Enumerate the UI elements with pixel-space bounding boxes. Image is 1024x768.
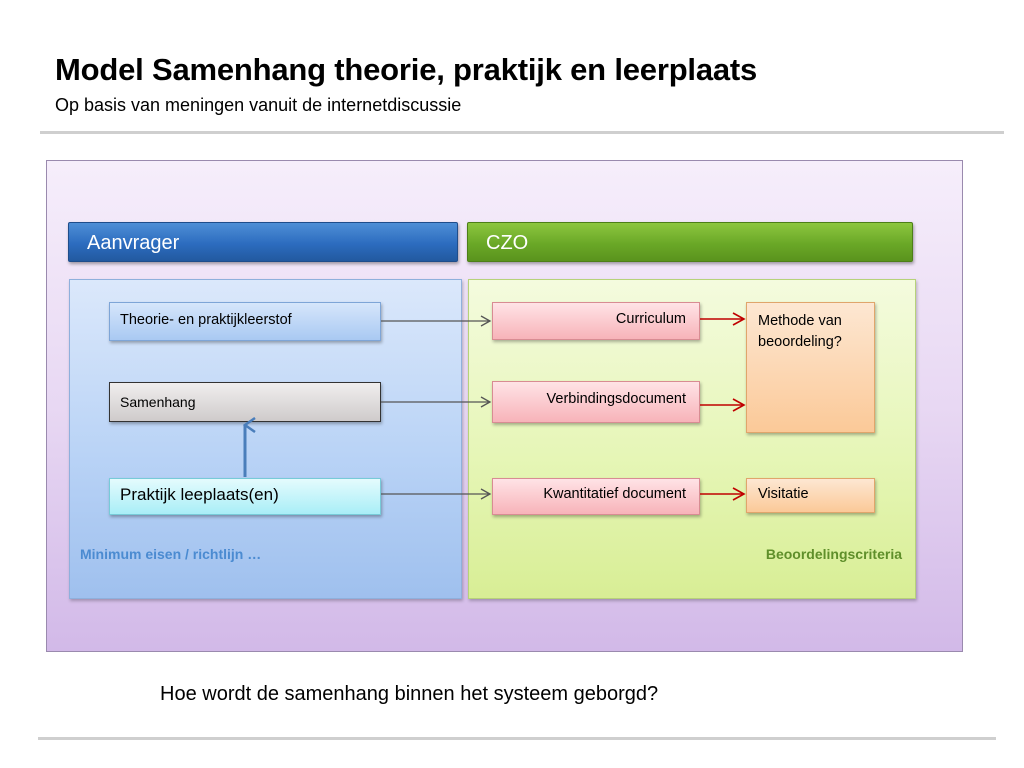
samenhang-box: Samenhang xyxy=(109,382,381,422)
top-divider xyxy=(40,131,1004,134)
czo-panel-caption: Beoordelingscriteria xyxy=(765,546,902,562)
bottom-divider xyxy=(38,737,996,740)
slide-title: Model Samenhang theorie, praktijk en lee… xyxy=(55,52,758,87)
verbindingsdocument-box: Verbindingsdocument xyxy=(492,381,700,423)
curriculum-box: Curriculum xyxy=(492,302,700,340)
slide-subtitle: Op basis van meningen vanuit de internet… xyxy=(55,95,462,115)
closing-question: Hoe wordt de samenhang binnen het systee… xyxy=(160,683,659,705)
praktijk-leerplaatsen-box: Praktijk leeplaats(en) xyxy=(109,478,381,515)
kwantitatief-document-box: Kwantitatief document xyxy=(492,478,700,515)
theorie-praktijkleerstof-box: Theorie- en praktijkleerstof xyxy=(109,302,381,341)
aanvrager-header: Aanvrager xyxy=(68,222,458,262)
czo-header: CZO xyxy=(467,222,913,262)
visitatie-box: Visitatie xyxy=(746,478,875,513)
aanvrager-panel-caption: Minimum eisen / richtlijn … xyxy=(80,546,262,562)
methode-van-beoordeling-box: Methode van beoordeling? xyxy=(746,302,875,433)
